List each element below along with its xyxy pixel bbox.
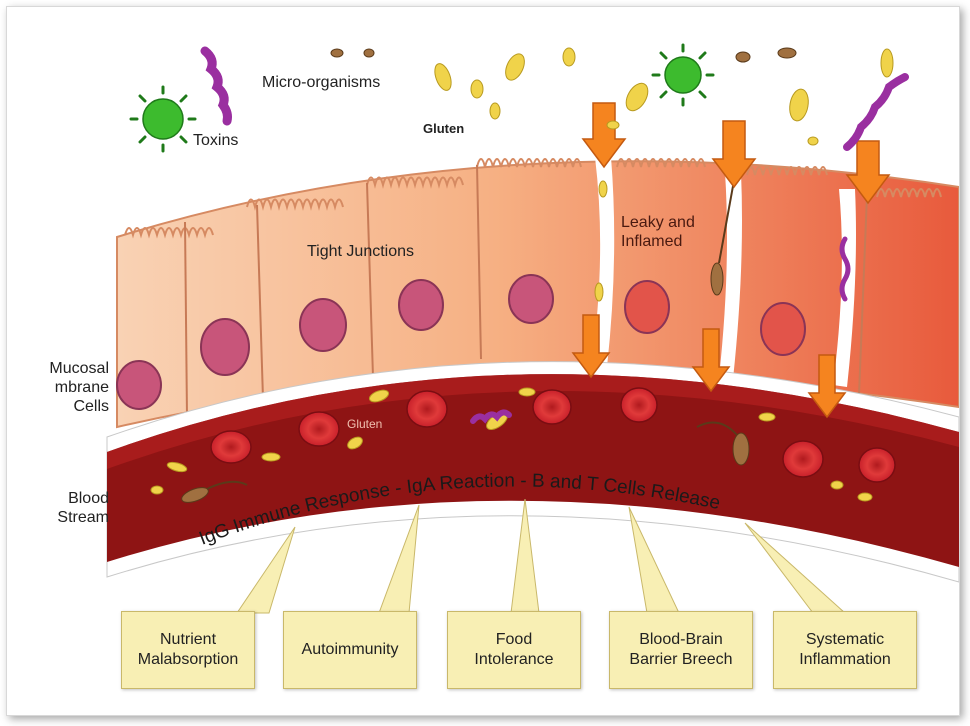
outcome-label: Autoimmunity [301, 641, 399, 658]
response-banner-textpath: IgG Immune Response - IgA Reaction - B a… [196, 470, 722, 549]
label-toxins: Toxins [193, 132, 239, 149]
red-blood-cells [210, 387, 896, 483]
gluten-in-blood [150, 387, 873, 502]
response-banner: IgG Immune Response - IgA Reaction - B a… [196, 470, 722, 549]
label-blood-stream: Blood Stream [57, 490, 109, 526]
virus-spikes [129, 43, 715, 153]
label-mucosal-cells: Mucosal mbrane Cells [49, 360, 109, 415]
outcome-label: Systematic Inflammation [799, 631, 891, 668]
callout-pointers [236, 498, 847, 614]
outcome-label: Nutrient Malabsorption [137, 631, 239, 668]
label-tight-junctions: Tight Junctions [307, 243, 415, 260]
worm-icon [200, 46, 232, 126]
leak-arrows [571, 102, 891, 419]
cell-nuclei [116, 274, 806, 410]
bacteria-in-blood [181, 432, 750, 503]
outcome-nutrient-malabsorption: Nutrient Malabsorption [121, 611, 255, 689]
worm-in-blood [470, 409, 512, 424]
outcome-systematic-inflammation: Systematic Inflammation [773, 611, 917, 689]
gut-diagram [106, 43, 959, 614]
cell-boundaries [184, 164, 868, 418]
outcome-label: Blood-Brain Barrier Breech [629, 631, 733, 668]
label-leaky-inflamed: Leaky and Inflamed [621, 214, 695, 250]
bacteria-tail-2 [696, 421, 738, 436]
label-gluten-blood: Gluten [347, 417, 383, 431]
bacteria-top [330, 47, 797, 63]
blood-vessel-highlight [107, 374, 959, 469]
response-banner-text: IgG Immune Response - IgA Reaction - B a… [196, 470, 722, 549]
virus-icon [142, 56, 702, 140]
label-gluten-top: Gluten [423, 121, 465, 136]
outcome-autoimmunity: Autoimmunity [283, 611, 417, 689]
figure-frame: Micro-organisms Toxins Gluten Tight Junc… [6, 6, 960, 716]
worm-icon-2 [843, 73, 909, 151]
outcome-blood-brain-barrier: Blood-Brain Barrier Breech [609, 611, 753, 689]
bacteria-tail [206, 480, 248, 490]
gluten-top [434, 47, 894, 146]
microvilli [124, 158, 942, 239]
outcome-label: Food Intolerance [474, 631, 554, 668]
outcome-food-intolerance: Food Intolerance [447, 611, 581, 689]
label-micro-organisms: Micro-organisms [262, 74, 381, 91]
